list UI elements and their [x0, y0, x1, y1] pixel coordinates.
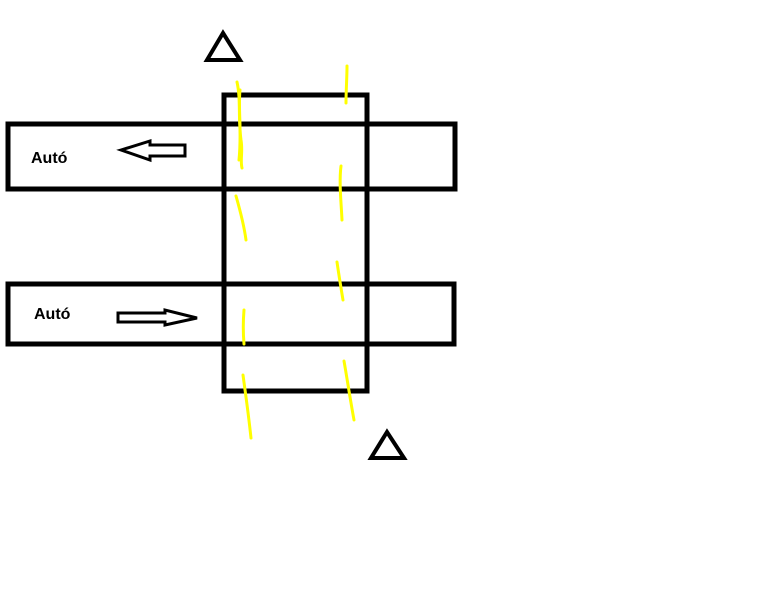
- top-lane-label: Autó: [31, 150, 68, 167]
- marking-stroke: [335, 260, 345, 302]
- yellow-marking-right: [335, 64, 356, 422]
- marking-stroke: [344, 64, 349, 105]
- top-lane: [5, 121, 458, 192]
- yellow-marking-left: [234, 80, 253, 440]
- marking-stroke: [241, 373, 253, 440]
- marking-stroke: [338, 164, 344, 222]
- triangle-outline-icon: [367, 428, 408, 460]
- arrow-right-icon: [116, 308, 198, 327]
- crossing-area: [221, 92, 370, 394]
- arrow-left-icon: [116, 138, 187, 163]
- triangle-outline-icon: [203, 29, 244, 62]
- bottom-lane: [5, 281, 457, 347]
- marking-stroke: [237, 88, 242, 162]
- bottom-lane-label: Autó: [34, 306, 71, 323]
- marking-stroke: [241, 308, 246, 346]
- marking-stroke: [234, 194, 248, 242]
- marking-stroke: [342, 359, 356, 422]
